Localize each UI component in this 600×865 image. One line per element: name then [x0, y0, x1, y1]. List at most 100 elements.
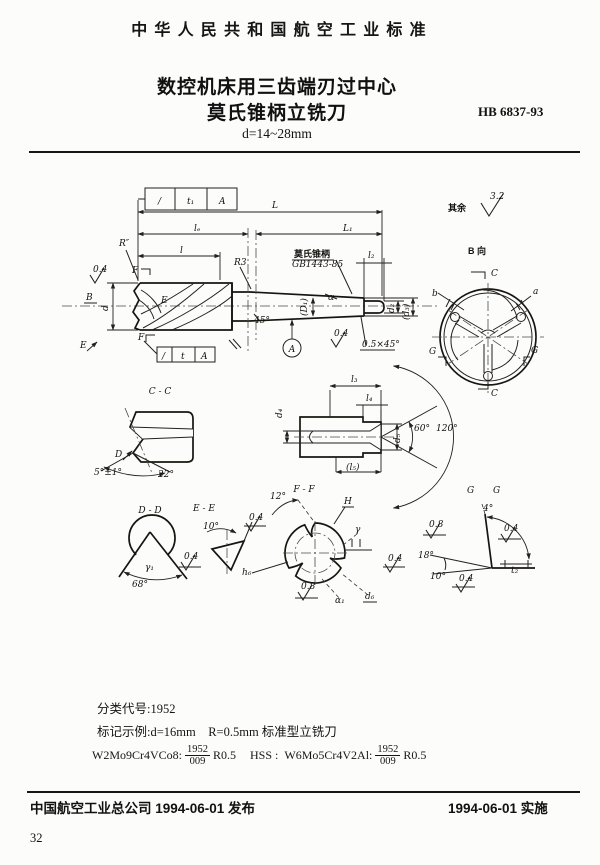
datum-A: A — [288, 345, 296, 355]
standard-header: 中华人民共和国航空工业标准 — [131, 22, 433, 39]
svg-text:C: C — [491, 389, 498, 399]
material-left: W2Mo9Cr4VCo8: — [92, 748, 182, 763]
angle-10-ee: 10° — [203, 522, 219, 532]
svg-text:γ₁: γ₁ — [145, 563, 154, 573]
dim-d3: (d₃) — [401, 303, 412, 320]
header-divider — [29, 151, 580, 153]
svg-text:D: D — [114, 450, 122, 460]
center-hole-detail — [283, 364, 454, 510]
angle-4: 4° — [482, 504, 493, 514]
document-title-line2: 莫氏锥柄立铣刀 — [206, 103, 347, 124]
section-C-bottom: C — [491, 389, 498, 399]
angle-10-gg: 10° — [430, 572, 446, 582]
view-E-arrow: E — [79, 341, 87, 351]
section-e-e — [179, 521, 253, 574]
svg-text:G: G — [493, 486, 500, 496]
document-title-line1: 数控机床用三齿端刃过中心 — [156, 77, 397, 98]
view-D-arrow: D — [114, 450, 122, 460]
dim-l5: (l₅) — [346, 462, 360, 473]
dim-l: l — [180, 246, 183, 256]
svg-text:G: G — [531, 346, 538, 356]
svg-text:(D₁): (D₁) — [299, 298, 310, 316]
dim-d2: d₂ — [387, 303, 397, 313]
svg-text:R3: R3 — [233, 258, 247, 268]
svg-text:68°: 68° — [132, 580, 148, 590]
svg-text:F - F: F - F — [292, 485, 315, 495]
svg-text:12°: 12° — [270, 492, 286, 502]
standard-code: HB 6837-93 — [478, 104, 544, 119]
svg-text:R″: R″ — [118, 239, 130, 249]
section-CC-title: C - C — [149, 387, 172, 397]
svg-text:18°: 18° — [418, 551, 434, 561]
dim-l3: l₃ — [351, 375, 358, 385]
label-R3: R3 — [233, 258, 247, 268]
svg-text:t₁: t₁ — [187, 197, 194, 207]
angle-12: 12° — [270, 492, 286, 502]
finish-04-ff-left: 0.4 — [245, 513, 264, 533]
angle-22: 22° — [157, 470, 174, 480]
svg-text:60°: 60° — [414, 424, 430, 434]
section-FF-title: F - F — [292, 485, 315, 495]
angle-68: 68° — [132, 580, 148, 590]
svg-text:E - E: E - E — [192, 504, 215, 514]
svg-text:E: E — [79, 341, 87, 351]
finish-08-ff: 0.8 — [297, 582, 316, 602]
label-b: b — [432, 289, 438, 299]
svg-text:5°±1°: 5°±1° — [94, 468, 122, 478]
svg-text:0.4: 0.4 — [388, 554, 403, 564]
material-designation-row: W2Mo9Cr4VCo8: 1952 009 R0.5 HSS : W6Mo5C… — [92, 744, 542, 767]
svg-text:0.8: 0.8 — [429, 520, 444, 530]
svg-text:b: b — [432, 289, 438, 299]
section-F-top: F — [131, 266, 139, 276]
svg-text:F: F — [131, 266, 139, 276]
svg-text:45°: 45° — [253, 316, 270, 326]
dim-l4: l₄ — [366, 394, 373, 404]
section-EE-title: E - E — [192, 504, 215, 514]
size-range: d=14~28mm — [242, 126, 312, 141]
section-G-right: G — [531, 346, 538, 356]
main-view — [62, 187, 440, 363]
finish-04-gg-top: 0.4 — [500, 524, 519, 544]
section-c-c — [100, 407, 194, 477]
marking-example: 标记示例:d=16mm R=0.5mm 标准型立铣刀 — [97, 725, 337, 739]
svg-text:l₄: l₄ — [366, 394, 373, 404]
footer-divider — [27, 791, 580, 793]
material-left-suffix: R0.5 — [213, 748, 237, 763]
publisher-line: 中国航空工业总公司 1994-06-01 发布 — [30, 801, 256, 816]
tol-frame1-value: t₁ — [187, 197, 194, 207]
finish-04-ff-right: 0.4 — [384, 554, 403, 574]
implementation-date: 1994-06-01 实施 — [448, 801, 548, 816]
material-right-fraction: 1952 009 — [375, 744, 401, 767]
hss-label: HSS : — [250, 748, 279, 763]
dim-le: lₑ — [194, 224, 201, 234]
finish-04-gg-bottom: 0.4 — [455, 574, 474, 594]
svg-text:L₁: L₁ — [342, 224, 353, 234]
finish-08-gg: 0.8 — [425, 520, 444, 540]
svg-text:(d₃): (d₃) — [401, 303, 412, 320]
page-number: 32 — [30, 831, 43, 845]
material-left-fraction: 1952 009 — [185, 744, 210, 767]
svg-text:d₆: d₆ — [365, 592, 375, 602]
svg-text:lₑ: lₑ — [194, 224, 201, 234]
svg-text:L: L — [271, 201, 278, 211]
section-GG-left: G — [467, 486, 474, 496]
fraction-numerator: 1952 — [375, 744, 401, 757]
svg-text:t: t — [181, 352, 185, 362]
finish-04-flank: 0.4 — [89, 265, 108, 285]
angle-18: 18° — [418, 551, 434, 561]
svg-text:22°: 22° — [157, 470, 174, 480]
label-flute-E: E — [160, 296, 168, 306]
svg-text:C - C: C - C — [149, 387, 172, 397]
svg-text:其余: 其余 — [448, 202, 467, 213]
section-DD-title: D - D — [137, 506, 161, 516]
dim-t2: t₂ — [511, 566, 519, 576]
svg-text:A: A — [288, 345, 296, 355]
dim-D1: (D₁) — [299, 298, 310, 316]
angle-gamma1: γ₁ — [145, 563, 154, 573]
svg-text:B: B — [85, 293, 93, 303]
svg-text:C: C — [491, 269, 498, 279]
fraction-denominator: 009 — [189, 756, 206, 768]
technical-drawing: LlₑL₁l/t₁AR″0.4FBdEFER345°莫氏锥柄GB1443-85l… — [62, 187, 544, 606]
svg-text:l₂: l₂ — [368, 251, 375, 261]
